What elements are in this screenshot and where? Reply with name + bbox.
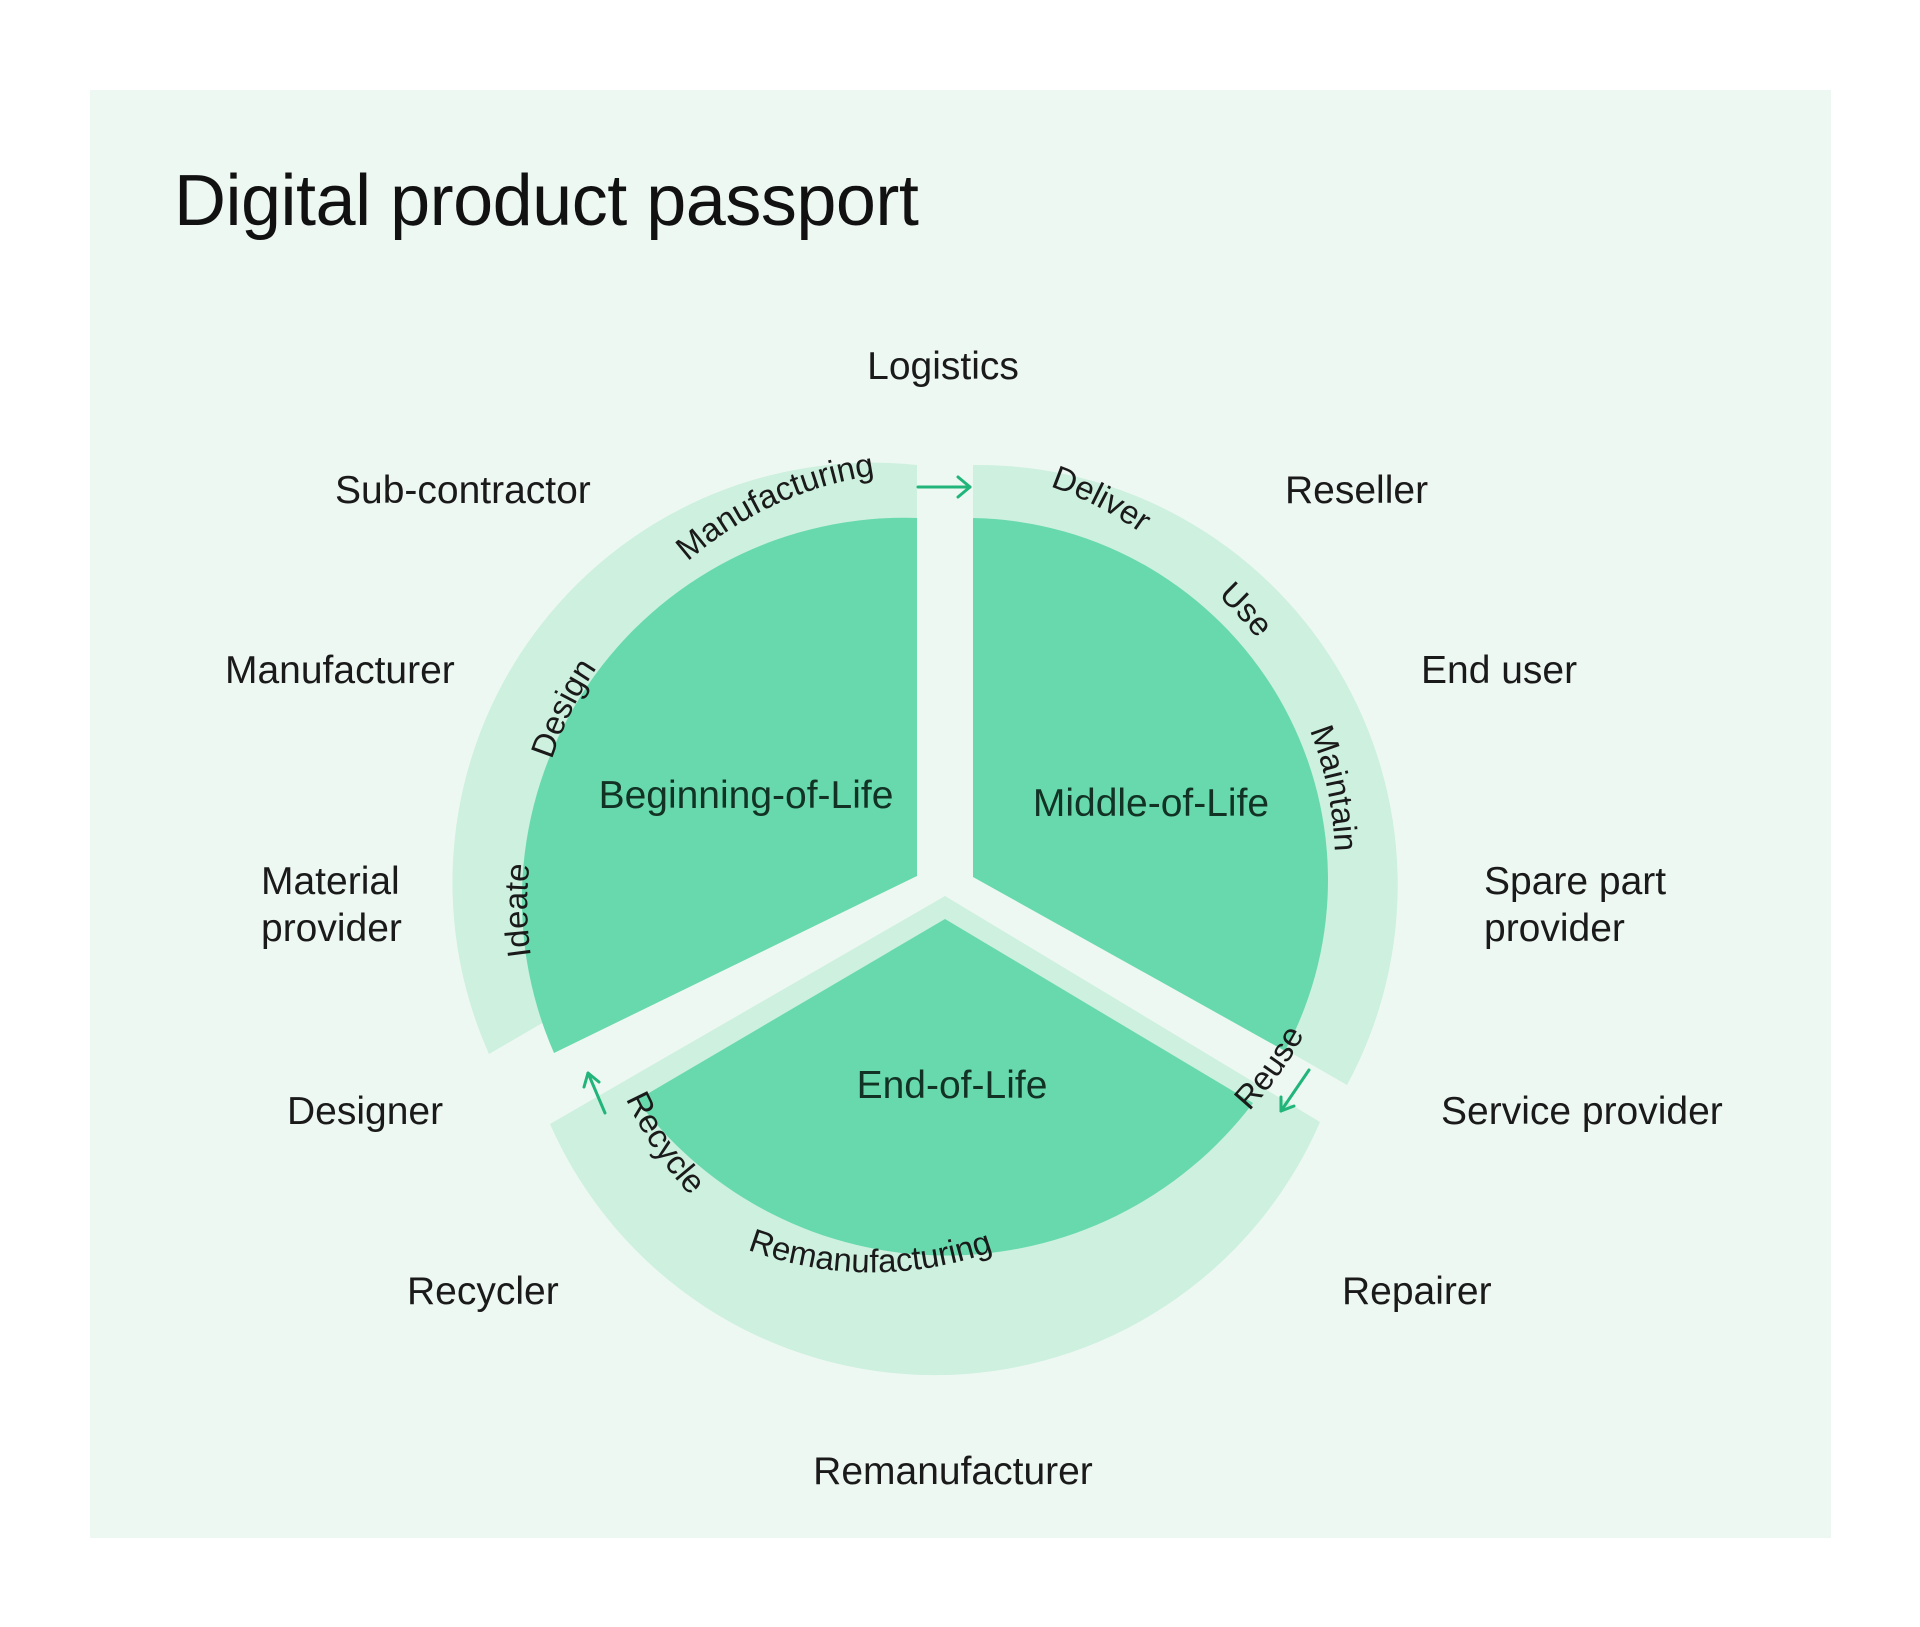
role-designer: Designer [287,1090,443,1133]
phase-label-end: End-of-Life [857,1064,1048,1107]
phase-label-beginning: Beginning-of-Life [599,774,894,817]
phase-label-middle: Middle-of-Life [1033,782,1269,825]
role-manufacturer: Manufacturer [225,649,455,692]
role-spare-part-provider: Spare part provider [1484,860,1677,950]
arrow-right-icon [916,475,972,499]
phase-sector-beginning [521,517,917,1053]
diagram-card: Digital product passport Beginning-of-Li… [90,90,1831,1538]
arrow-up-icon [582,1071,607,1115]
role-logistics: Logistics [867,345,1019,388]
lifecycle-diagram: Beginning-of-Life Middle-of-Life End-of-… [225,345,1723,1493]
phase-sector-end [637,919,1253,1256]
role-sub-contractor: Sub-contractor [335,469,591,512]
phase-sector-middle [973,518,1328,1051]
role-end-user: End user [1421,649,1577,692]
role-repairer: Repairer [1342,1270,1492,1313]
role-service-provider: Service provider [1441,1090,1723,1133]
role-material-provider: Material provider [261,860,411,950]
page-title: Digital product passport [174,161,919,241]
role-recycler: Recycler [407,1270,559,1313]
arrow-down-left-icon [1279,1068,1311,1113]
role-remanufacturer: Remanufacturer [813,1450,1093,1493]
role-reseller: Reseller [1285,469,1428,512]
